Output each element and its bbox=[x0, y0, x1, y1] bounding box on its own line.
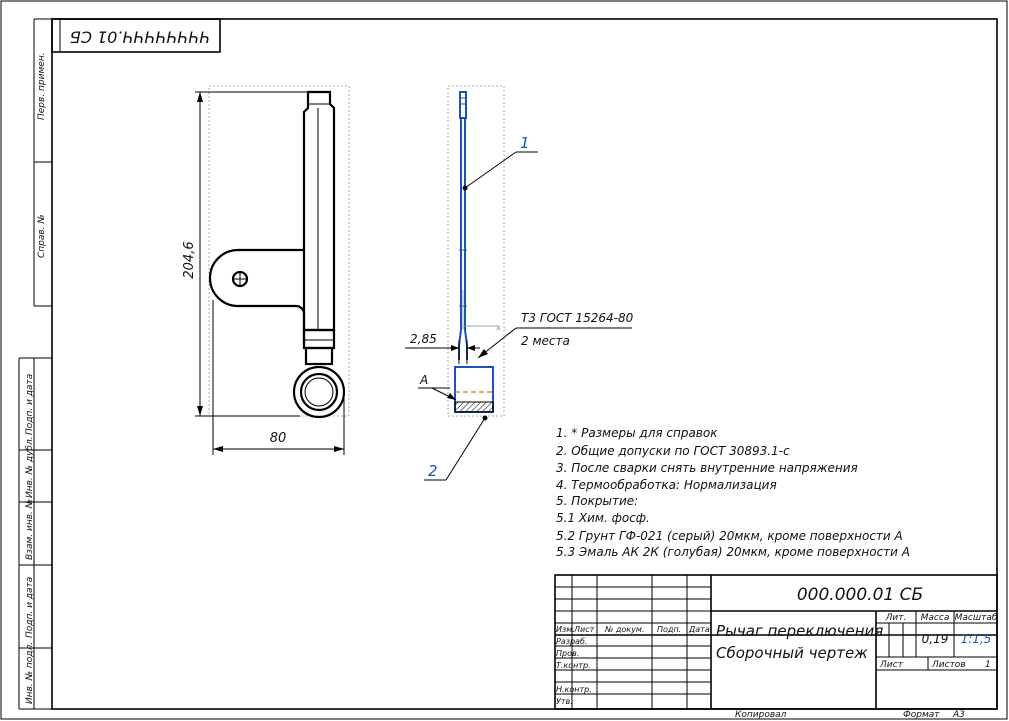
margin-label-inv-dubl: Инв. № дубл. bbox=[25, 436, 35, 498]
svg-text:x: x bbox=[496, 323, 501, 332]
leader-2: 2 bbox=[428, 462, 438, 480]
note-1: 1. * Размеры для справок bbox=[556, 426, 718, 440]
note-5-2: 5.2 Грунт ГФ-021 (серый) 20мкм, кроме по… bbox=[556, 529, 903, 543]
tb-row-tkontr: Т.контр. bbox=[556, 661, 591, 670]
tb-row-nkontr: Н.контр. bbox=[556, 685, 592, 694]
lever-side-view: x 2,85 A 1 2 Т3 ГОСТ 15264-80 2 места bbox=[405, 85, 634, 481]
title-block: 000.000.01 СБ Лит. Масса Масштаб 0,19 1:… bbox=[554, 574, 998, 710]
top-left-designation-box: ЧЧЧЧЧЧЧЧ.01 СБ bbox=[51, 18, 221, 53]
margin-label-perv-primen: Перв. примен. bbox=[37, 52, 47, 120]
weld-note-line1: Т3 ГОСТ 15264-80 bbox=[521, 311, 634, 325]
note-3: 3. После сварки снять внутренние напряже… bbox=[556, 461, 858, 475]
tb-col-scale: Масштаб bbox=[955, 613, 998, 623]
tb-name-line2: Сборочный чертеж bbox=[716, 644, 868, 662]
tb-col-lit: Лит. bbox=[885, 613, 907, 623]
tb-scale-value: 1:1,5 bbox=[961, 632, 992, 646]
margin-label-podp-data-1: Подп. и дата bbox=[25, 374, 35, 435]
tb-hdr-sign: Подп. bbox=[657, 625, 681, 634]
leader-1: 1 bbox=[520, 134, 530, 152]
tb-hdr-date: Дата bbox=[688, 625, 710, 634]
tb-designation: 000.000.01 СБ bbox=[797, 585, 923, 605]
top-left-designation: ЧЧЧЧЧЧЧЧ.01 СБ bbox=[70, 28, 210, 47]
dim-width: 80 bbox=[270, 431, 287, 446]
dim-gap: 2,85 bbox=[410, 332, 437, 346]
note-5-1: 5.1 Хим. фосф. bbox=[556, 511, 650, 525]
margin-label-vzam-inv: Взам. инв. № bbox=[25, 499, 35, 560]
tb-row-utv: Утв. bbox=[556, 697, 573, 706]
copied-label: Копировал bbox=[735, 710, 787, 720]
tb-sheets-value: 1 bbox=[985, 660, 991, 670]
note-5: 5. Покрытие: bbox=[556, 494, 638, 508]
left-margin: Перв. примен. Справ. № Подп. и дата Инв.… bbox=[18, 18, 52, 710]
format-label: Формат bbox=[903, 710, 940, 720]
note-2: 2. Общие допуски по ГОСТ 30893.1-с bbox=[556, 444, 790, 458]
tb-sheet-label: Лист bbox=[879, 660, 904, 670]
weld-note-line2: 2 места bbox=[521, 334, 570, 348]
tb-mass-value: 0,19 bbox=[922, 632, 949, 646]
tb-sheets-label: Листов bbox=[931, 660, 966, 670]
view-label-a: A bbox=[419, 373, 428, 387]
tb-hdr-izm: Изм. bbox=[556, 625, 575, 634]
tb-hdr-list: Лист bbox=[573, 625, 595, 634]
tb-hdr-docnum: № докум. bbox=[604, 625, 644, 634]
inner-frame bbox=[51, 18, 998, 710]
tb-row-razrab: Разраб. bbox=[556, 637, 587, 646]
margin-label-inv-podl: Инв. № подл. bbox=[25, 642, 35, 704]
dim-height: 204,6 bbox=[182, 241, 197, 278]
technical-notes: 1. * Размеры для справок 2. Общие допуск… bbox=[556, 426, 910, 559]
note-5-3: 5.3 Эмаль АК 2К (голубая) 20мкм, кроме п… bbox=[556, 545, 910, 559]
lever-front-view: 204,6 80 bbox=[182, 85, 350, 455]
note-4: 4. Термообработка: Нормализация bbox=[556, 478, 777, 492]
tb-col-mass: Масса bbox=[921, 613, 950, 623]
margin-label-podp-data-2: Подп. и дата bbox=[25, 577, 35, 638]
tb-name-line1: Рычаг переключения bbox=[716, 622, 883, 640]
margin-label-sprav: Справ. № bbox=[37, 214, 47, 258]
tb-row-prov: Пров. bbox=[556, 649, 579, 658]
format-value: А3 bbox=[952, 710, 965, 720]
